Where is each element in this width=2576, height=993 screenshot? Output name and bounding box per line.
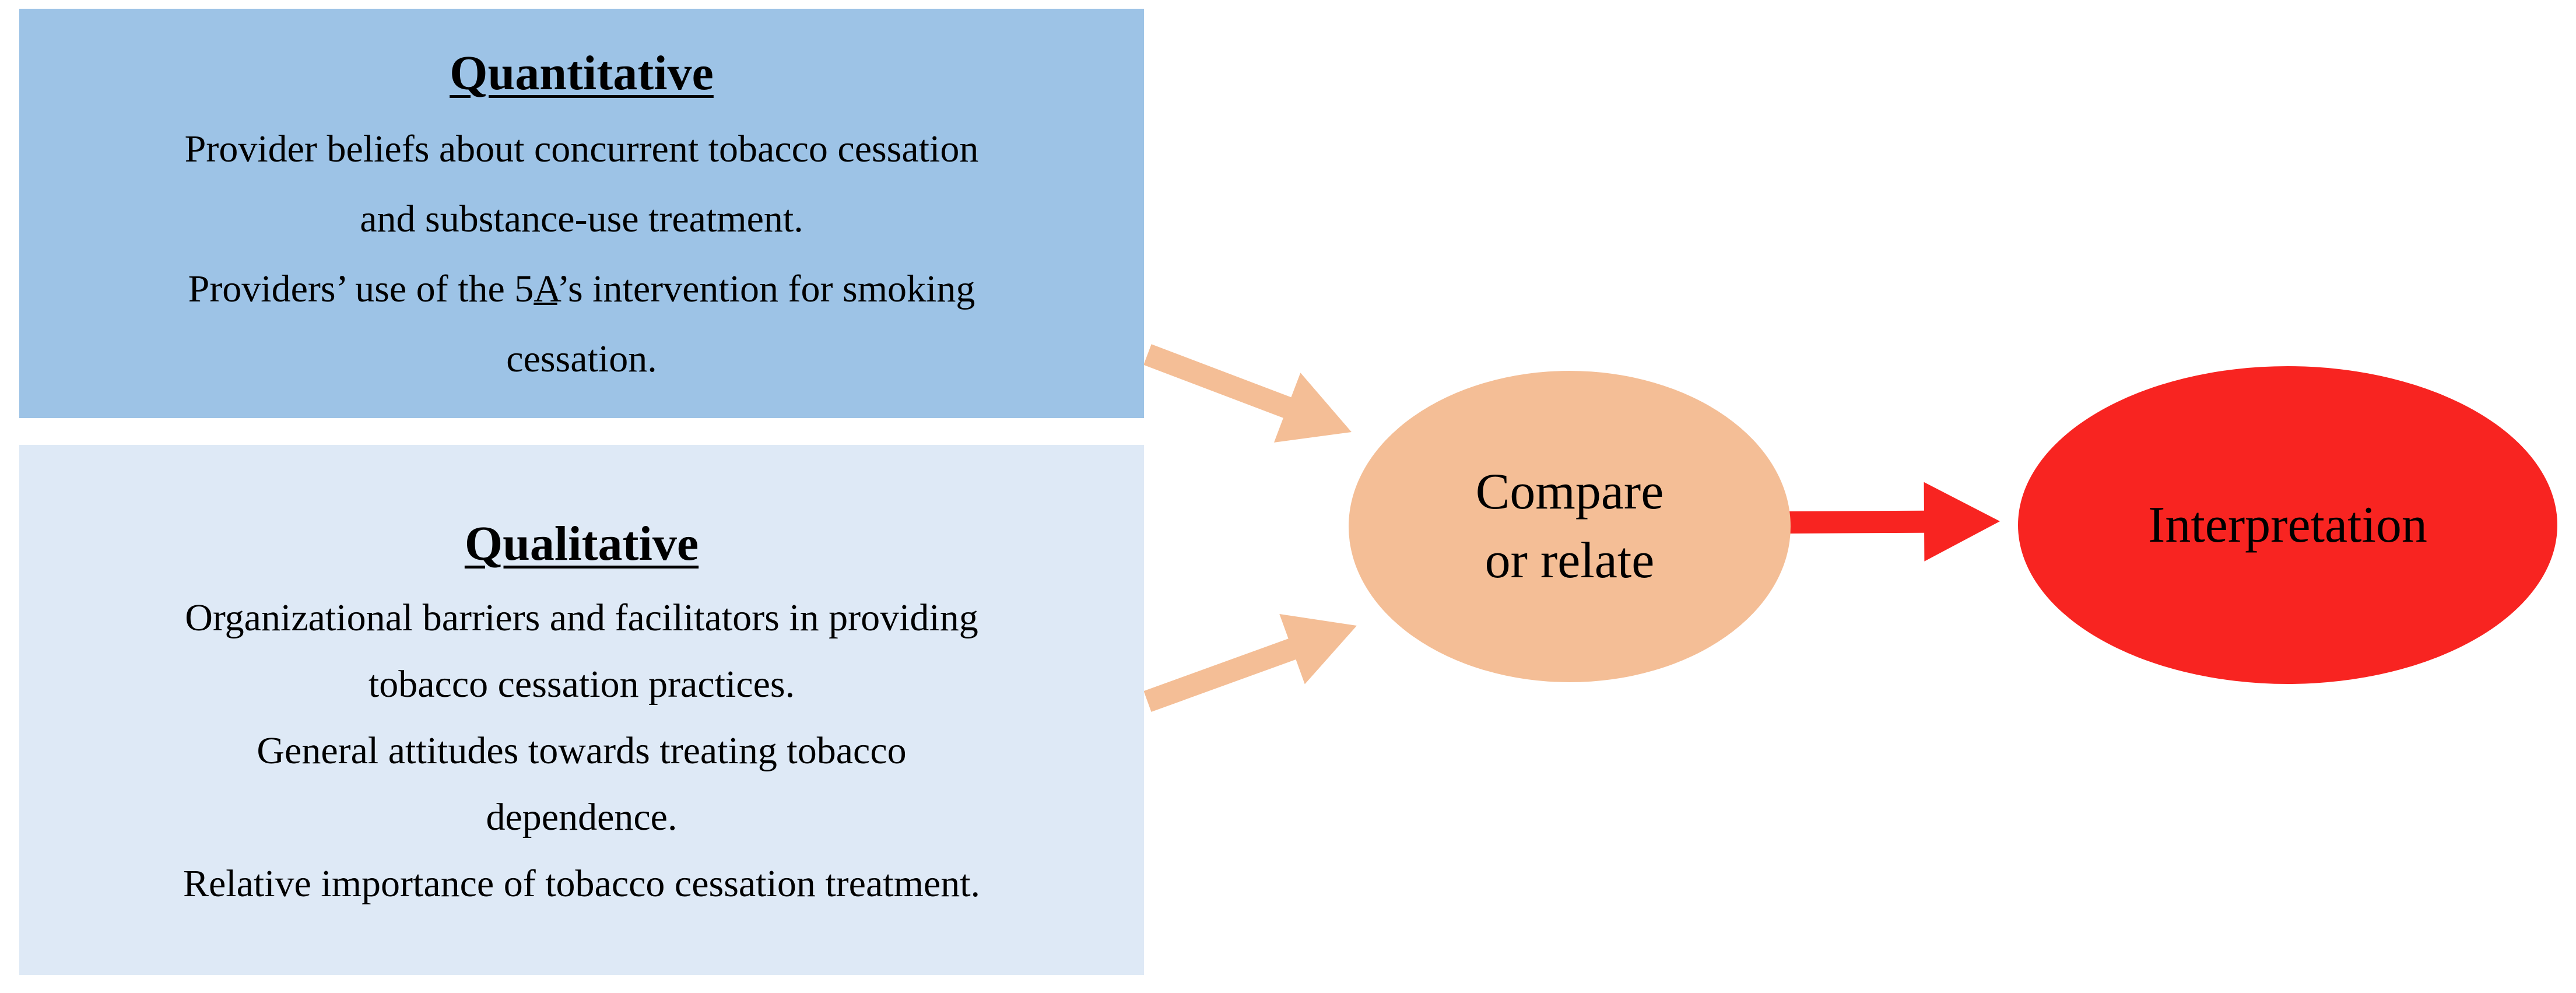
quantitative-line-2: and substance-use treatment. (360, 198, 803, 240)
quantitative-box: Quantitative Provider beliefs about conc… (19, 9, 1144, 418)
interpretation-label: Interpretation (2148, 496, 2427, 553)
qualitative-title: Qualitative (464, 516, 699, 571)
quantitative-line-3-underlined-a: A (534, 268, 557, 310)
quantitative-line-3-pre: Providers’ use of the 5 (188, 268, 534, 310)
arrow-compare-to-interpretation (1789, 482, 2000, 562)
qualitative-line-2: tobacco cessation practices. (368, 662, 795, 706)
quantitative-line-4: cessation. (506, 338, 657, 380)
qualitative-line-5: Relative importance of tobacco cessation… (183, 862, 981, 905)
qualitative-line-4: dependence. (486, 795, 678, 838)
quantitative-title: Quantitative (450, 46, 714, 100)
arrow-quantitative-to-compare (1143, 344, 1352, 443)
quantitative-line-3: Providers’ use of the 5A’s intervention … (31, 254, 1132, 324)
interpretation-node: Interpretation (2018, 366, 2557, 684)
qualitative-box: Qualitative Organizational barriers and … (19, 445, 1144, 975)
compare-node-line-2: or relate (1484, 532, 1655, 589)
quantitative-line-1: Provider beliefs about concurrent tobacc… (184, 128, 979, 170)
quantitative-line-3-post: ’s intervention for smoking (557, 268, 975, 310)
compare-node: Compare or relate (1349, 371, 1791, 682)
qualitative-line-3: General attitudes towards treating tobac… (257, 729, 907, 772)
arrow-qualitative-to-compare (1143, 614, 1357, 712)
qualitative-line-1: Organizational barriers and facilitators… (185, 596, 978, 639)
compare-node-line-1: Compare (1475, 464, 1664, 520)
